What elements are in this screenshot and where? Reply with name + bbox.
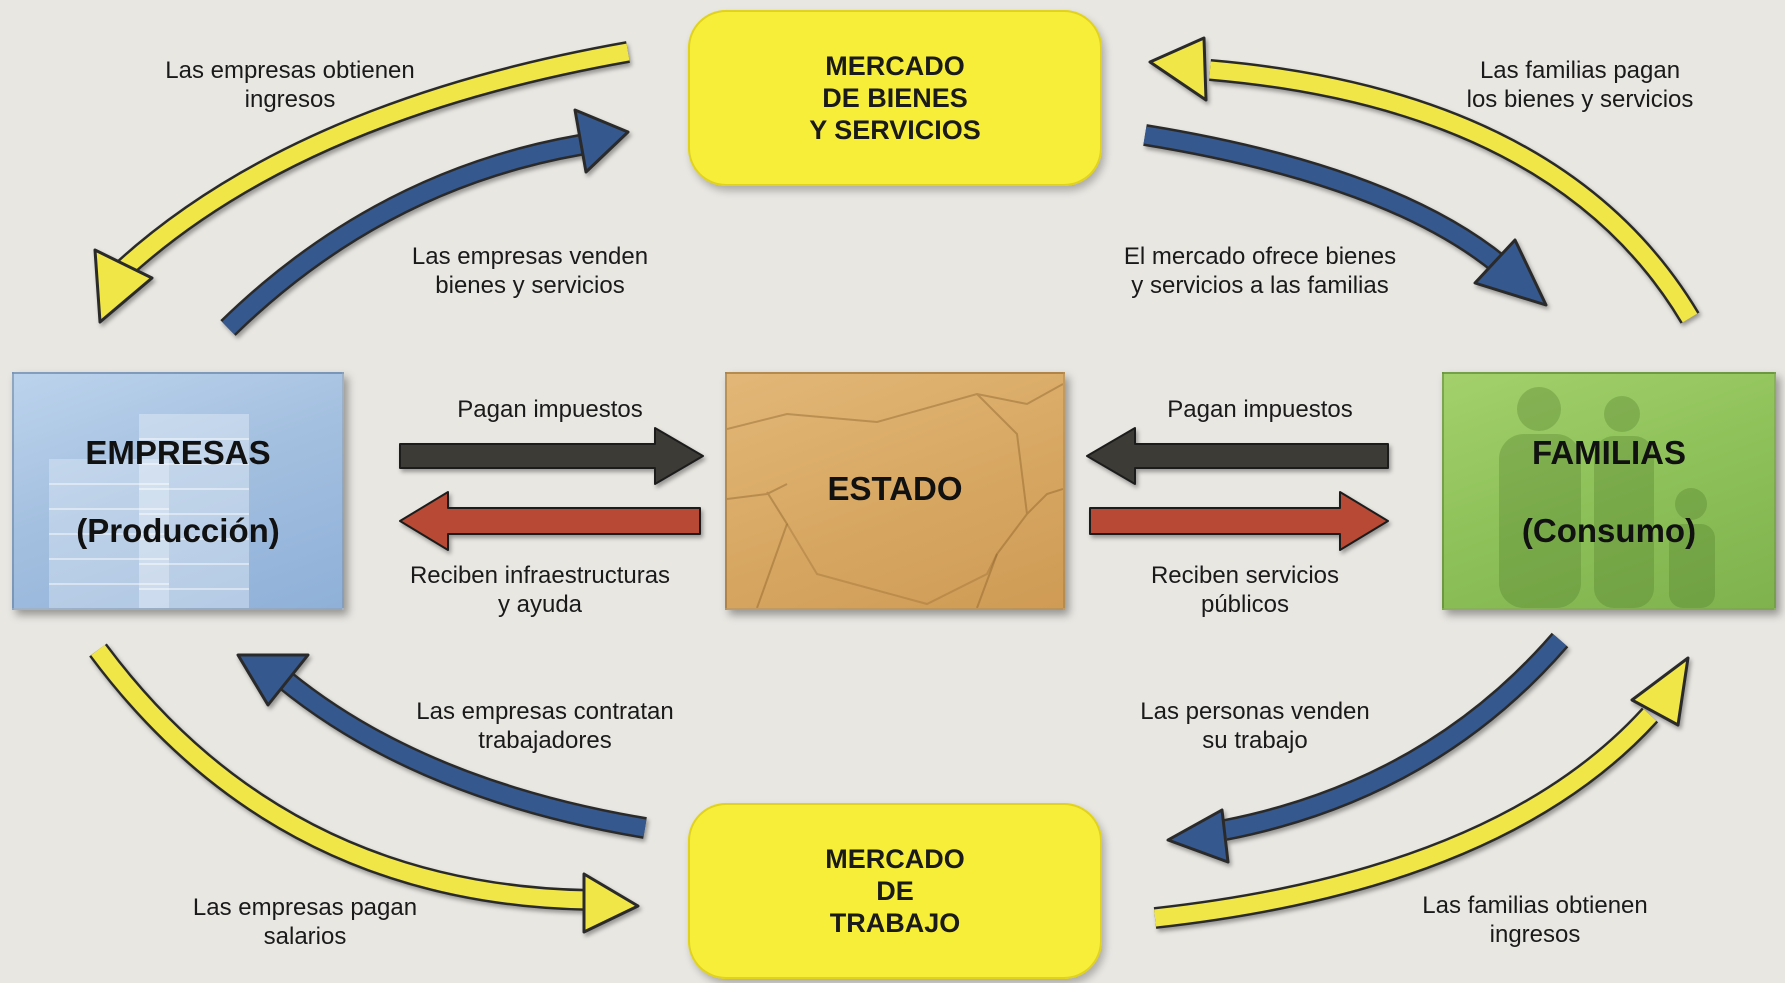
arrow-payment-to-market (1148, 36, 1700, 324)
label-empresas-pagan-salarios: Las empresas pagan salarios (192, 894, 418, 950)
label-reciben-infraestructuras: Reciben infraestructuras y ayuda (409, 562, 671, 618)
estado-box: ESTADO (725, 372, 1065, 610)
label-empresas-venden: Las empresas venden bienes y servicios (411, 243, 649, 299)
estado-title: ESTADO (827, 470, 963, 507)
familias-title: FAMILIAS (1532, 434, 1686, 471)
arrow-services-familias (1089, 491, 1389, 551)
market-goods-services: MERCADO DE BIENES Y SERVICIOS (688, 10, 1102, 186)
arrow-work-to-market (1166, 632, 1569, 864)
label-personas-venden: Las personas venden su trabajo (1140, 698, 1370, 754)
arrow-income-to-familias (1153, 656, 1690, 929)
label-empresas-obtienen-ingresos: Las empresas obtienen ingresos (165, 57, 415, 113)
empresas-box: EMPRESAS (Producción) (12, 372, 344, 610)
arrow-income-to-empresas (93, 41, 630, 324)
building-illustration (49, 414, 249, 608)
familias-subtitle: (Consumo) (1521, 512, 1697, 549)
familias-box: FAMILIAS (Consumo) (1442, 372, 1776, 610)
map-illustration (727, 383, 1063, 608)
label-pagan-impuestos-right: Pagan impuestos (1167, 396, 1353, 423)
market-labor: MERCADO DE TRABAJO (688, 803, 1102, 979)
arrow-taxes-familias (1086, 427, 1389, 485)
arrow-salaries-to-market (89, 643, 640, 934)
label-empresas-contratan: Las empresas contratan trabajadores (416, 698, 674, 754)
label-familias-obtienen-ingresos: Las familias obtienen ingresos (1422, 892, 1648, 948)
label-familias-pagan-bienes: Las familias pagan los bienes y servicio… (1466, 57, 1694, 113)
empresas-subtitle: (Producción) (76, 512, 280, 549)
label-pagan-impuestos-left: Pagan impuestos (457, 396, 643, 423)
label-mercado-ofrece: El mercado ofrece bienes y servicios a l… (1123, 243, 1397, 299)
arrow-labor-to-empresas (236, 653, 647, 839)
family-illustration (1499, 387, 1715, 608)
arrow-taxes-empresas (399, 427, 704, 485)
arrow-goods-to-familias (1143, 124, 1548, 307)
empresas-title: EMPRESAS (85, 434, 271, 471)
arrow-goods-to-market-left (220, 108, 630, 336)
label-reciben-servicios: Reciben servicios públicos (1150, 562, 1340, 618)
arrow-infrastructure-empresas (399, 491, 701, 551)
